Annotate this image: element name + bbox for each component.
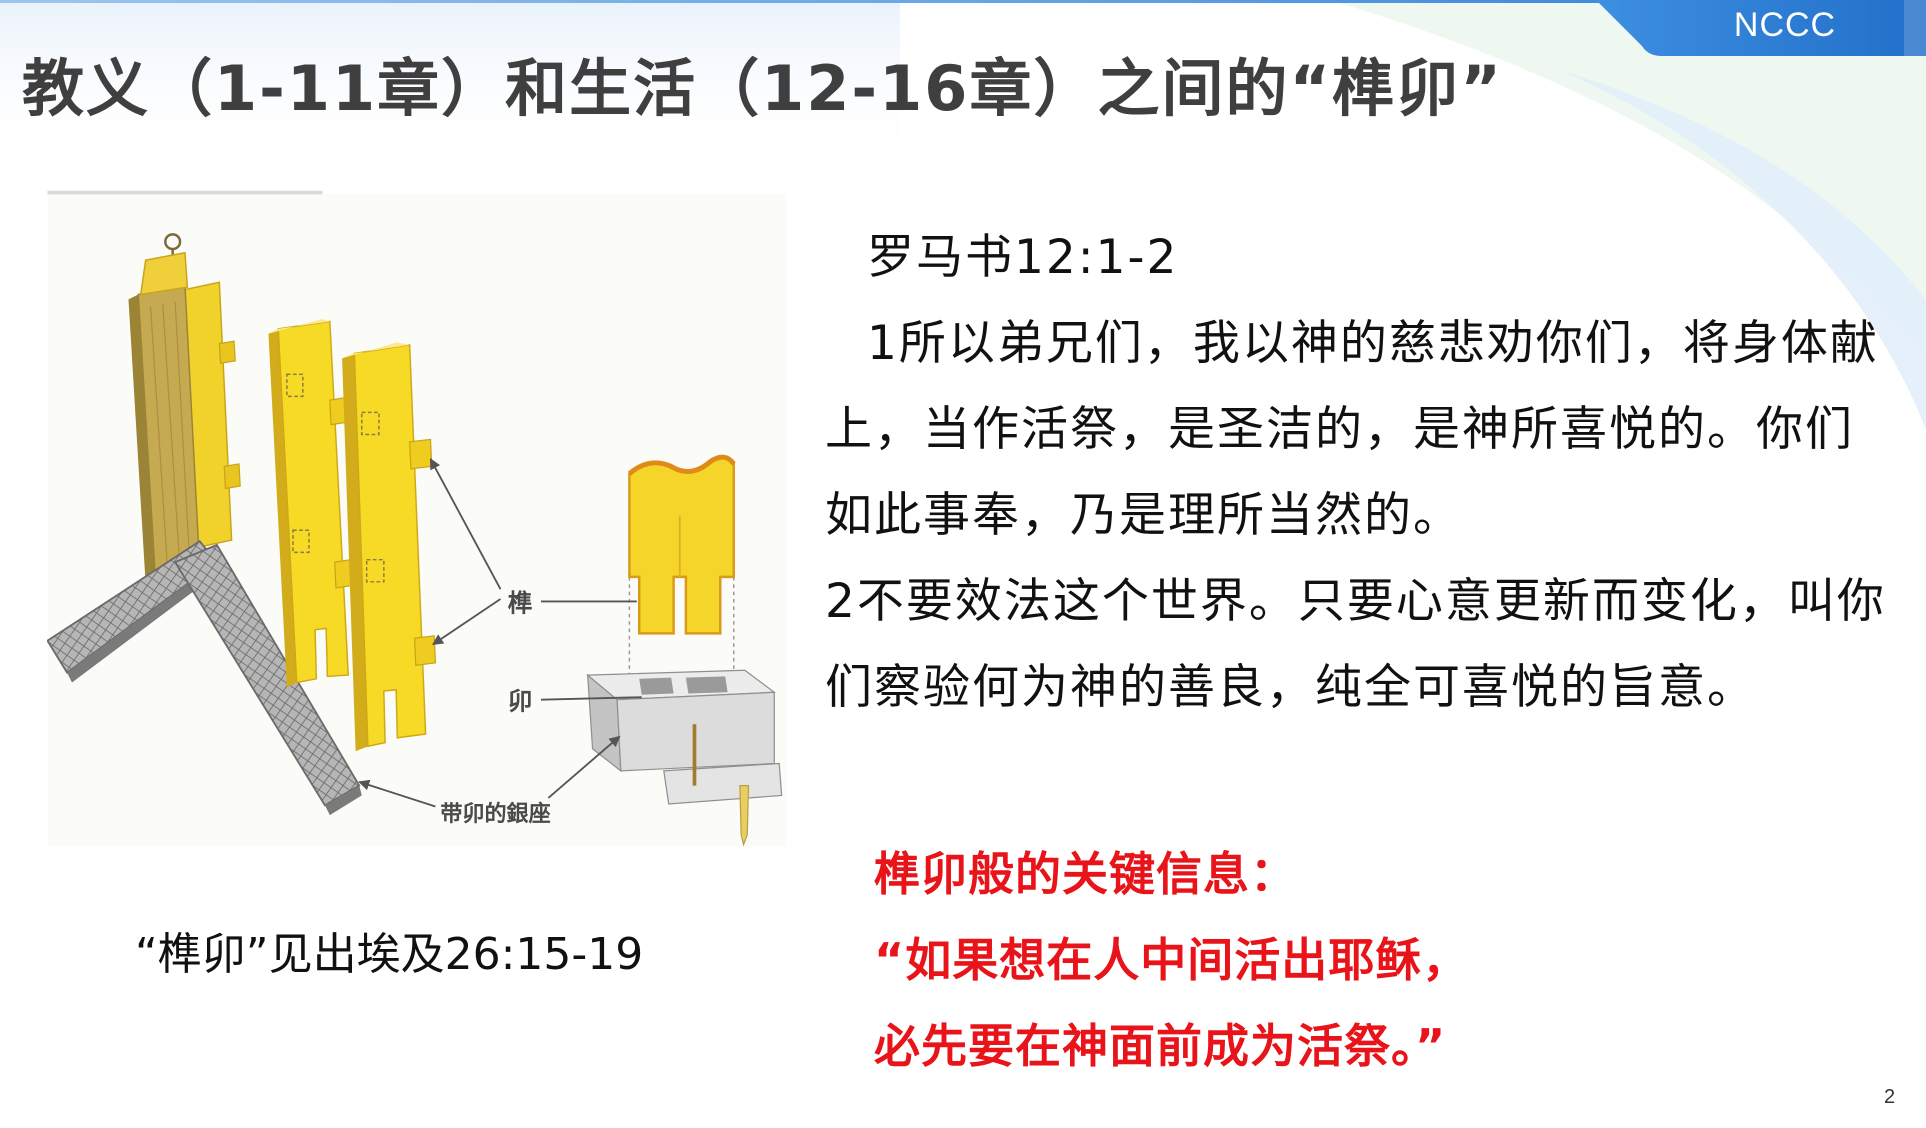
board-b-top bbox=[268, 319, 330, 334]
base-right-arm-side bbox=[324, 785, 362, 816]
scripture-line: 们察验何为神的善良，纯全可喜悦的旨意。 bbox=[825, 660, 1756, 715]
tenon-block-rim bbox=[627, 454, 736, 476]
key-message-heading: 榫卯般的关键信息： bbox=[874, 847, 1297, 901]
bracket-pin bbox=[739, 784, 750, 847]
board-b-dowel-lower bbox=[292, 529, 310, 554]
key-message: 榫卯般的关键信息： “如果想在人中间活出耶稣， 必先要在神面前成为活祭。” bbox=[874, 831, 1469, 1089]
board-b-side bbox=[268, 328, 297, 688]
scripture-passage: 罗马书12:1-2 1所以弟兄们，我以神的慈悲劝你们，将身体献 上，当作活祭，是… bbox=[825, 215, 1886, 731]
brand-tab-shape bbox=[1596, 0, 1926, 56]
board-a2-tenon-upper bbox=[218, 340, 236, 364]
leader-tenon-upper bbox=[429, 458, 502, 590]
leader-base-left bbox=[358, 779, 436, 808]
scripture-line: 1所以弟兄们，我以神的慈悲劝你们，将身体献 bbox=[867, 316, 1879, 371]
swoosh-green bbox=[1330, 0, 1926, 360]
leader-mortise-detail bbox=[540, 696, 642, 701]
label-base: 带卯的銀座 bbox=[440, 801, 550, 827]
scripture-reference: 罗马书12:1-2 bbox=[867, 230, 1179, 285]
board-c-tenon-upper bbox=[408, 438, 433, 470]
brand-label: NCCC bbox=[1733, 6, 1837, 44]
board-c bbox=[342, 342, 437, 752]
board-b bbox=[268, 319, 353, 688]
swoosh-blue bbox=[1560, 70, 1926, 430]
board-c-dowel-lower bbox=[365, 558, 385, 583]
label-tenon: 榫 bbox=[508, 588, 533, 617]
scripture-line: 2不要效法这个世界。只要心意更新而变化，叫你 bbox=[825, 574, 1886, 629]
board-a1-grain bbox=[149, 301, 191, 573]
mortise-base bbox=[47, 540, 362, 816]
bracket-slot-right bbox=[685, 676, 728, 694]
board-a bbox=[128, 233, 241, 585]
board-b-dowel-upper bbox=[286, 373, 304, 398]
board-c-top bbox=[342, 342, 410, 359]
page-number: 2 bbox=[1884, 1086, 1896, 1108]
base-left-arm-side bbox=[67, 562, 220, 683]
figure-caption: “榫卯”见出埃及26:15-19 bbox=[135, 929, 644, 980]
brand-tab-edge bbox=[1904, 0, 1926, 56]
scripture-line: 上，当作活祭，是圣洁的，是神所喜悦的。你们 bbox=[825, 402, 1854, 457]
slide-title: 教义（1-11章）和生活（12-16章）之间的“榫卯” bbox=[22, 52, 1503, 125]
brand-tab bbox=[1596, 0, 1926, 56]
board-c-side bbox=[342, 353, 368, 752]
board-a1-side bbox=[128, 294, 156, 585]
key-message-line: “如果想在人中间活出耶稣， bbox=[874, 933, 1470, 987]
top-accent-line bbox=[0, 0, 1926, 3]
leader-base-right bbox=[547, 735, 621, 799]
leader-tenon-lower bbox=[432, 598, 502, 646]
board-a1-cap bbox=[139, 251, 189, 296]
mortise-bracket bbox=[586, 669, 783, 847]
key-message-line: 必先要在神面前成为活祭。” bbox=[874, 1019, 1447, 1073]
joinery-illustration: 榫 卯 带卯的銀座 bbox=[47, 190, 787, 847]
board-c-tenon-lower bbox=[413, 635, 437, 666]
scripture-line: 如此事奉，乃是理所当然的。 bbox=[825, 488, 1462, 543]
bracket-slot-left bbox=[639, 677, 674, 695]
tenon-detail bbox=[627, 454, 736, 776]
board-a2-tenon-lower bbox=[223, 463, 241, 490]
top-left-tint bbox=[0, 0, 900, 170]
board-c-dowel-upper bbox=[361, 411, 380, 436]
label-mortise: 卯 bbox=[508, 686, 533, 715]
board-c-face bbox=[353, 343, 427, 748]
